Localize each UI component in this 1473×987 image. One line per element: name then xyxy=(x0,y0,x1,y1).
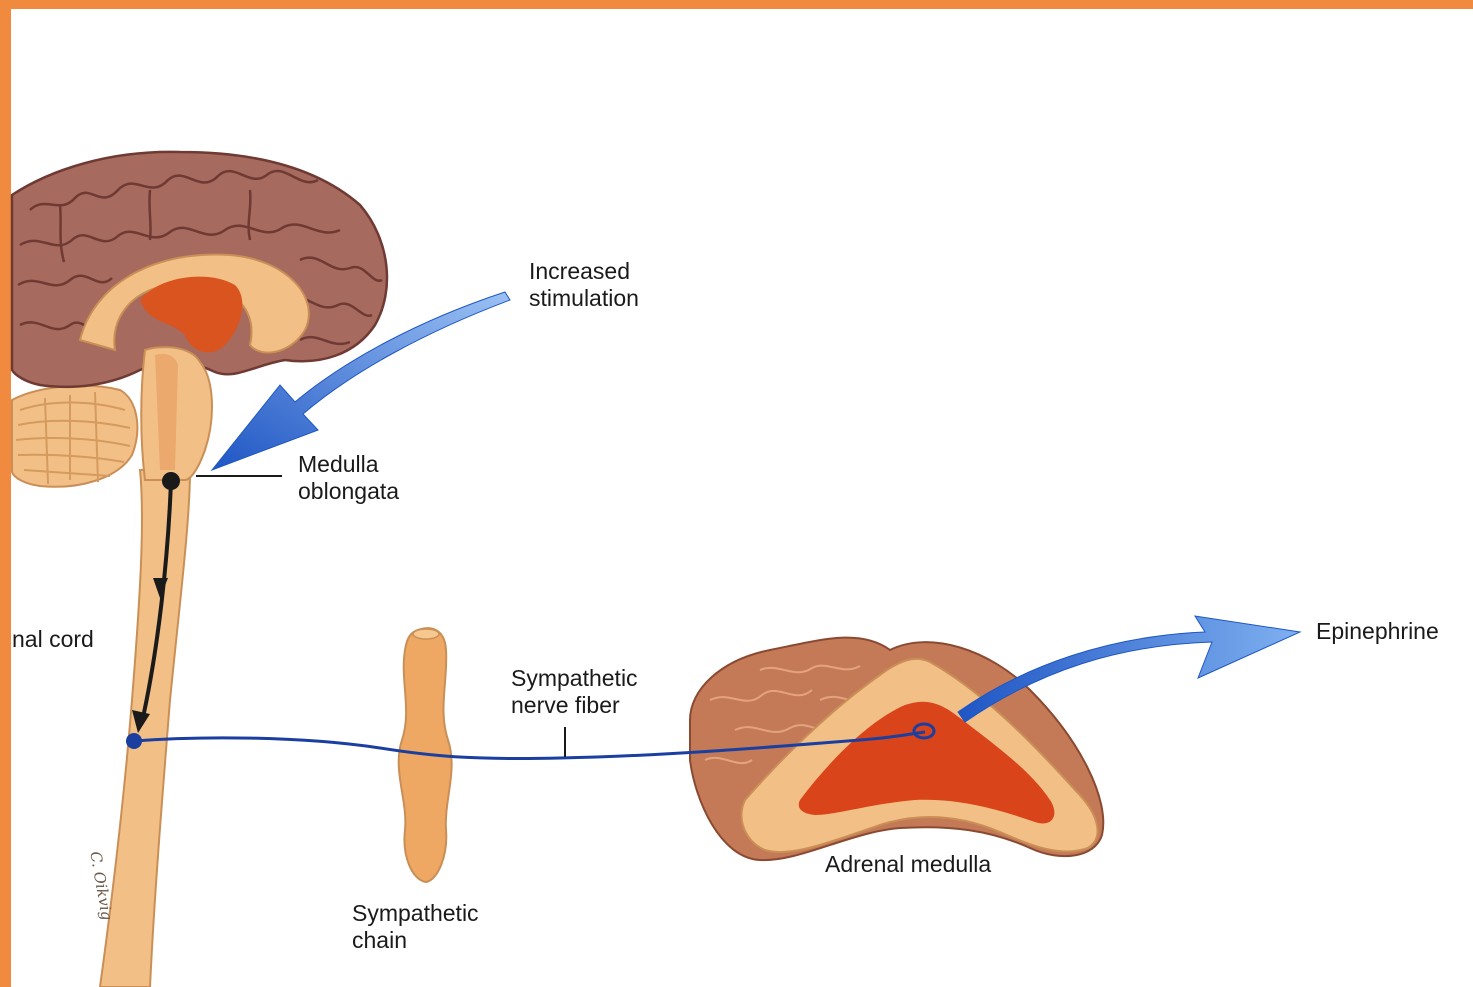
label-sympathetic-chain-line2: chain xyxy=(352,927,479,954)
label-increased-stimulation: Increased stimulation xyxy=(529,258,639,312)
label-sympathetic-chain: Sympathetic chain xyxy=(352,900,479,954)
sympathetic-chain-top xyxy=(413,629,439,639)
label-increased-stimulation-line2: stimulation xyxy=(529,285,639,312)
label-medulla-oblongata: Medulla oblongata xyxy=(298,451,399,505)
label-adrenal-medulla: Adrenal medulla xyxy=(825,851,991,878)
label-spinal-cord: nal cord xyxy=(12,626,94,653)
label-sympathetic-nerve-fiber: Sympathetic nerve fiber xyxy=(511,665,638,719)
label-increased-stimulation-line1: Increased xyxy=(529,258,639,285)
spinal-neuron-dot xyxy=(126,733,142,749)
label-medulla-oblongata-line2: oblongata xyxy=(298,478,399,505)
label-sympathetic-nerve-fiber-line1: Sympathetic xyxy=(511,665,638,692)
label-sympathetic-chain-line1: Sympathetic xyxy=(352,900,479,927)
label-sympathetic-nerve-fiber-line2: nerve fiber xyxy=(511,692,638,719)
cerebellum xyxy=(12,386,137,487)
label-epinephrine: Epinephrine xyxy=(1316,618,1439,645)
label-medulla-oblongata-line1: Medulla xyxy=(298,451,399,478)
